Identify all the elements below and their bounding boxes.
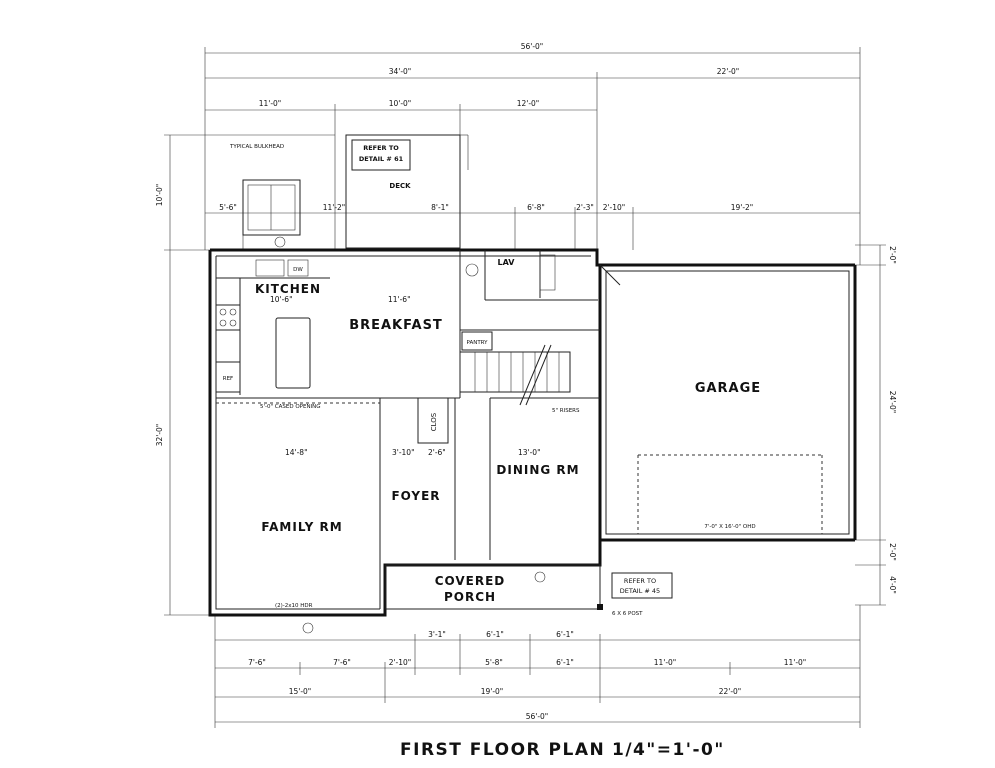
refer-detail-61-line1: REFER TO [363, 144, 399, 152]
clos-label: CLOS [430, 412, 438, 431]
garage-details: 7'-0" X 16'-0" OHD [599, 264, 823, 534]
dim-6-1-b: 6'-1" [556, 630, 574, 639]
plan-title: FIRST FLOOR PLAN [400, 740, 605, 760]
dim-12-top: 12'-0" [517, 99, 540, 108]
stairs [459, 344, 571, 406]
dim-6-1-c: 6'-1" [556, 658, 574, 667]
dim-2-10-top: 2'-10" [603, 203, 626, 212]
dim-4-right: 4'-0" [888, 576, 897, 594]
bulkhead: TYPICAL BULKHEAD [229, 144, 301, 248]
lav-label: LAV [498, 258, 516, 267]
interior-walls: REF DW PANTRY [215, 250, 600, 609]
dim-2-10-bottom: 2'-10" [389, 658, 412, 667]
dim-22-top: 22'-0" [717, 67, 740, 76]
breakfast-label: BREAKFAST [349, 318, 443, 333]
ref-label: REF [223, 376, 233, 382]
dim-11-2: 11'-2" [323, 203, 346, 212]
dim-overall-top: 56'-0" [521, 42, 544, 51]
dim-7-6-b: 7'-6" [333, 658, 351, 667]
dim-19-2: 19'-2" [731, 203, 754, 212]
foyer-dim-b: 2'-6" [428, 448, 446, 457]
foyer-label: FOYER [391, 489, 440, 503]
garage-door-note: 7'-0" X 16'-0" OHD [704, 524, 755, 530]
post-note: 6 X 6 POST [612, 611, 643, 617]
dim-24-right: 24'-0" [888, 391, 897, 414]
dim-2-right-bottom: 2'-0" [888, 543, 897, 561]
kitchen-label: KITCHEN [255, 282, 321, 296]
garage-label: GARAGE [695, 381, 761, 396]
dim-32-left: 32'-0" [155, 424, 164, 447]
family-room-label: FAMILY RM [261, 520, 342, 534]
porch-label: PORCH [444, 590, 496, 604]
dim-2-right-top: 2'-0" [888, 246, 897, 264]
dim-3-1: 3'-1" [428, 630, 446, 639]
refer-detail-45-line1: REFER TO [624, 577, 656, 585]
pantry-label: PANTRY [466, 340, 488, 346]
dim-7-6-a: 7'-6" [248, 658, 266, 667]
covered-porch: 6 X 6 POST REFER TO DETAIL # 45 [302, 564, 673, 634]
deck-label: DECK [389, 182, 411, 190]
foyer-dim-a: 3'-10" [392, 448, 415, 457]
dim-15-bottom: 15'-0" [289, 687, 312, 696]
dw-label: DW [293, 267, 303, 273]
dim-6-8: 6'-8" [527, 203, 545, 212]
dim-19-bottom: 19'-0" [481, 687, 504, 696]
kitchen-dim: 10'-6" [270, 295, 293, 304]
dim-22-bottom: 22'-0" [719, 687, 742, 696]
dim-overall-bottom: 56'-0" [526, 712, 549, 721]
dim-11-top: 11'-0" [259, 99, 282, 108]
refer-detail-61-line2: DETAIL # 61 [359, 155, 404, 163]
dim-5-8: 5'-8" [485, 658, 503, 667]
dim-8-1: 8'-1" [431, 203, 449, 212]
dim-34-top: 34'-0" [389, 67, 412, 76]
breakfast-dim: 11'-6" [388, 295, 411, 304]
plan-scale: 1/4"=1'-0" [612, 740, 725, 760]
refer-detail-45-line2: DETAIL # 45 [620, 587, 660, 595]
dining-room-label: DINING RM [496, 463, 579, 477]
bulkhead-note: TYPICAL BULKHEAD [229, 144, 284, 150]
right-dimensions: 2'-0" 24'-0" 2'-0" 4'-0" [855, 244, 897, 606]
dim-5-6: 5'-6" [219, 203, 237, 212]
dining-dim: 13'-0" [518, 448, 541, 457]
left-dimensions: 10'-0" 32'-0" [155, 134, 335, 616]
dim-6-1-a: 6'-1" [486, 630, 504, 639]
covered-label: COVERED [435, 574, 506, 588]
cased-opening-note: 5'-0" CASED OPENING [260, 404, 321, 410]
bottom-dimensions: 3'-1" 6'-1" 6'-1" 7'-6" 7'-6" 2'-10" 5'-… [214, 605, 861, 728]
header-note: (2)-2x10 HDR [275, 603, 313, 609]
dim-2-3: 2'-3" [576, 203, 594, 212]
deck: REFER TO DETAIL # 61 DECK [345, 134, 469, 249]
family-dim: 14'-8" [285, 448, 308, 457]
dim-10-top: 10'-0" [389, 99, 412, 108]
top-dimensions: 56'-0" 34'-0" 22'-0" 11'-0" 10'-0" 12'-0… [204, 42, 861, 265]
house-walls [208, 248, 857, 617]
dim-11-bottom-b: 11'-0" [784, 658, 807, 667]
dim-10-left: 10'-0" [155, 184, 164, 207]
risers-note: 5" RISERS [552, 408, 580, 414]
dim-11-bottom-a: 11'-0" [654, 658, 677, 667]
